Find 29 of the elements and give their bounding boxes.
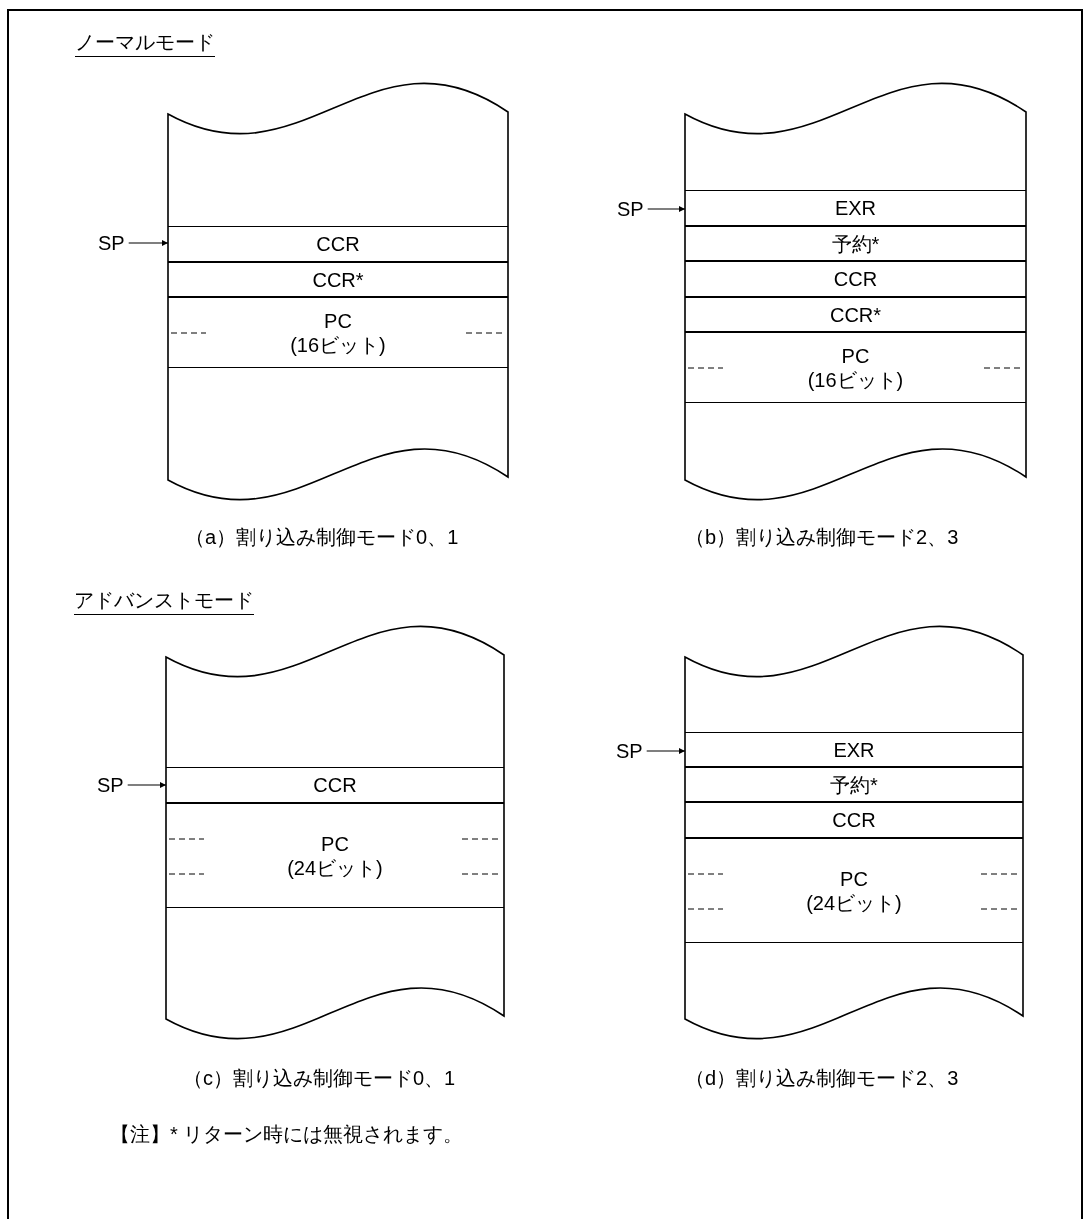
arrow (646, 748, 686, 754)
section-heading: アドバンストモード (74, 588, 254, 615)
register-row: 予約* (685, 226, 1026, 261)
arrow (647, 206, 686, 212)
register-row: EXR (685, 732, 1023, 767)
arrow (128, 240, 169, 246)
register-row: EXR (685, 190, 1026, 226)
register-row: CCR (685, 261, 1026, 297)
pointer-label: SP (97, 773, 124, 797)
register-row: CCR (168, 226, 508, 262)
figure-caption: （c）割り込み制御モード0、1 (183, 1066, 456, 1090)
arrow (127, 782, 167, 788)
figure-caption: （b）割り込み制御モード2、3 (685, 525, 959, 549)
section-heading: ノーマルモード (75, 30, 215, 57)
register-row: CCR* (685, 297, 1026, 332)
register-row: PC (16ビット) (685, 332, 1026, 403)
register-row: CCR (166, 767, 504, 803)
register-row: CCR (685, 802, 1023, 838)
register-row: CCR* (168, 262, 508, 297)
pointer-label: SP (98, 231, 125, 255)
pointer-label: SP (616, 739, 643, 763)
register-row: 予約* (685, 767, 1023, 802)
register-row: PC (24ビット) (685, 838, 1023, 943)
pointer-label: SP (617, 197, 644, 221)
figure-caption: （d）割り込み制御モード2、3 (685, 1066, 959, 1090)
register-row: PC (16ビット) (168, 297, 508, 368)
register-row: PC (24ビット) (166, 803, 504, 908)
figure-caption: （a）割り込み制御モード0、1 (185, 525, 459, 549)
footnote: 【注】* リターン時には無視されます。 (110, 1122, 464, 1146)
